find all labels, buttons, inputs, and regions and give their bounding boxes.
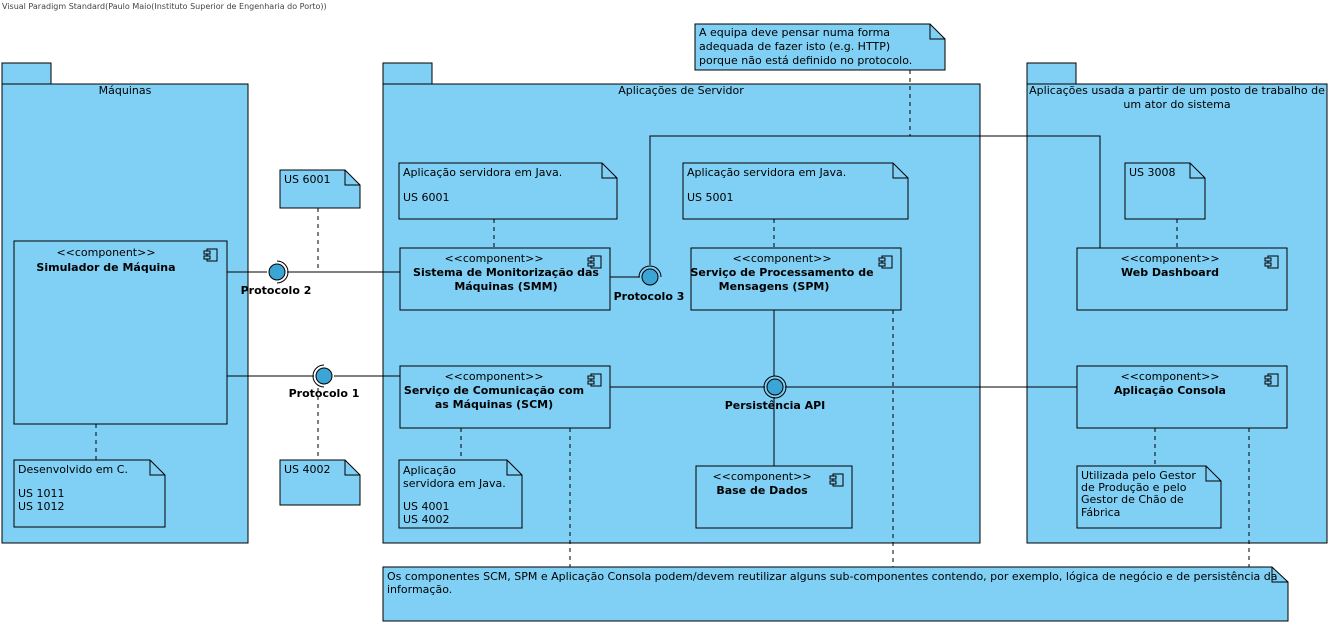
note-consola-line3: Gestor de Chão de: [1081, 493, 1184, 506]
note-us6001-line1: US 6001: [284, 173, 331, 186]
note-sim-line3: US 1011: [18, 487, 65, 500]
component-scm[interactable]: <<component>> Serviço de Comunicação com…: [399, 365, 611, 429]
spm-name-line1: Serviço de Processamento de: [690, 266, 873, 279]
note-consola-line2: de Produção e pelo: [1081, 481, 1187, 494]
note-us3008-line1: US 3008: [1129, 166, 1176, 179]
note-scm-line5: US 4002: [403, 513, 450, 526]
scm-name-line2: as Máquinas (SCM): [435, 398, 553, 411]
note-bottom-line1: Os componentes SCM, SPM e Aplicação Cons…: [387, 570, 1277, 583]
interface-protocolo-1[interactable]: Protocolo 1: [289, 364, 360, 400]
component-web[interactable]: <<component>> Web Dashboard: [1076, 247, 1288, 311]
persistencia-api-label: Persistência API: [725, 399, 826, 412]
consola-stereotype: <<component>>: [1120, 370, 1219, 383]
note-us4002[interactable]: US 4002: [279, 459, 361, 506]
note-bottom[interactable]: Os componentes SCM, SPM e Aplicação Cons…: [382, 566, 1289, 622]
scm-stereotype: <<component>>: [444, 370, 543, 383]
component-spm[interactable]: <<component>> Serviço de Processamento d…: [690, 247, 902, 311]
scm-name-line1: Serviço de Comunicação com: [404, 384, 584, 397]
note-top[interactable]: A equipa deve pensar numa forma adequada…: [694, 23, 946, 71]
note-sim-line4: US 1012: [18, 500, 65, 513]
web-name: Web Dashboard: [1121, 266, 1219, 279]
note-consola[interactable]: Utilizada pelo Gestor de Produção e pelo…: [1076, 465, 1222, 529]
simulador-stereotype: <<component>>: [56, 246, 155, 259]
interface-persistencia-api[interactable]: Persistência API: [725, 375, 826, 412]
note-us6001[interactable]: US 6001: [279, 169, 361, 209]
smm-name-line2: Máquinas (SMM): [454, 280, 557, 293]
note-simulador[interactable]: Desenvolvido em C. US 1011 US 1012: [13, 459, 166, 528]
interface-protocolo-2[interactable]: Protocolo 2: [241, 260, 312, 297]
note-smm[interactable]: Aplicação servidora em Java. US 6001: [398, 162, 618, 220]
note-top-line3: porque não está definido no protocolo.: [699, 54, 912, 67]
note-bottom-line2: informação.: [387, 583, 452, 596]
note-anchors: [95, 70, 1250, 567]
note-top-line2: adequada de fazer isto (e.g. HTTP): [699, 40, 890, 53]
component-consola[interactable]: <<component>> Aplicação Consola: [1076, 365, 1288, 429]
component-simulador[interactable]: <<component>> Simulador de Máquina: [13, 240, 228, 425]
smm-name-line1: Sistema de Monitorização das: [413, 266, 599, 279]
spm-stereotype: <<component>>: [732, 252, 831, 265]
bd-name: Base de Dados: [716, 484, 808, 497]
component-smm[interactable]: <<component>> Sistema de Monitorização d…: [399, 247, 611, 311]
package-maquinas-label: Máquinas: [99, 84, 152, 97]
protocolo-3-label: Protocolo 3: [614, 290, 685, 303]
spm-name-line2: Mensagens (SPM): [719, 280, 830, 293]
note-smm-line1: Aplicação servidora em Java.: [403, 166, 562, 179]
package-posto-label-line2: um ator do sistema: [1123, 98, 1230, 111]
connectors: [227, 135, 1101, 466]
note-spm-line1: Aplicação servidora em Java.: [687, 166, 846, 179]
note-scm[interactable]: Aplicação servidora em Java. US 4001 US …: [398, 459, 523, 529]
bd-stereotype: <<component>>: [712, 470, 811, 483]
note-top-line1: A equipa deve pensar numa forma: [699, 26, 890, 39]
note-consola-line1: Utilizada pelo Gestor: [1081, 469, 1196, 482]
smm-stereotype: <<component>>: [444, 252, 543, 265]
consola-name: Aplicação Consola: [1114, 384, 1226, 397]
note-sim-line1: Desenvolvido em C.: [18, 463, 128, 476]
note-smm-line3: US 6001: [403, 191, 450, 204]
note-scm-line2: servidora em Java.: [403, 477, 506, 490]
component-bd[interactable]: <<component>> Base de Dados: [695, 465, 853, 529]
note-scm-line4: US 4001: [403, 500, 450, 513]
note-consola-line4: Fábrica: [1081, 506, 1120, 519]
note-spm[interactable]: Aplicação servidora em Java. US 5001: [682, 162, 909, 220]
protocolo-1-label: Protocolo 1: [289, 387, 360, 400]
note-spm-line3: US 5001: [687, 191, 734, 204]
interface-protocolo-3[interactable]: Protocolo 3: [614, 265, 685, 303]
note-us4002-line1: US 4002: [284, 463, 331, 476]
web-stereotype: <<component>>: [1120, 252, 1219, 265]
package-posto-label-line1: Aplicações usada a partir de um posto de…: [1029, 84, 1325, 97]
protocolo-2-label: Protocolo 2: [241, 284, 312, 297]
note-us3008[interactable]: US 3008: [1124, 162, 1206, 220]
note-scm-line1: Aplicação: [403, 464, 456, 477]
package-servidor-label: Aplicações de Servidor: [618, 84, 744, 97]
simulador-name: Simulador de Máquina: [36, 261, 175, 274]
watermark: Visual Paradigm Standard(Paulo Maio(Inst…: [2, 2, 327, 11]
